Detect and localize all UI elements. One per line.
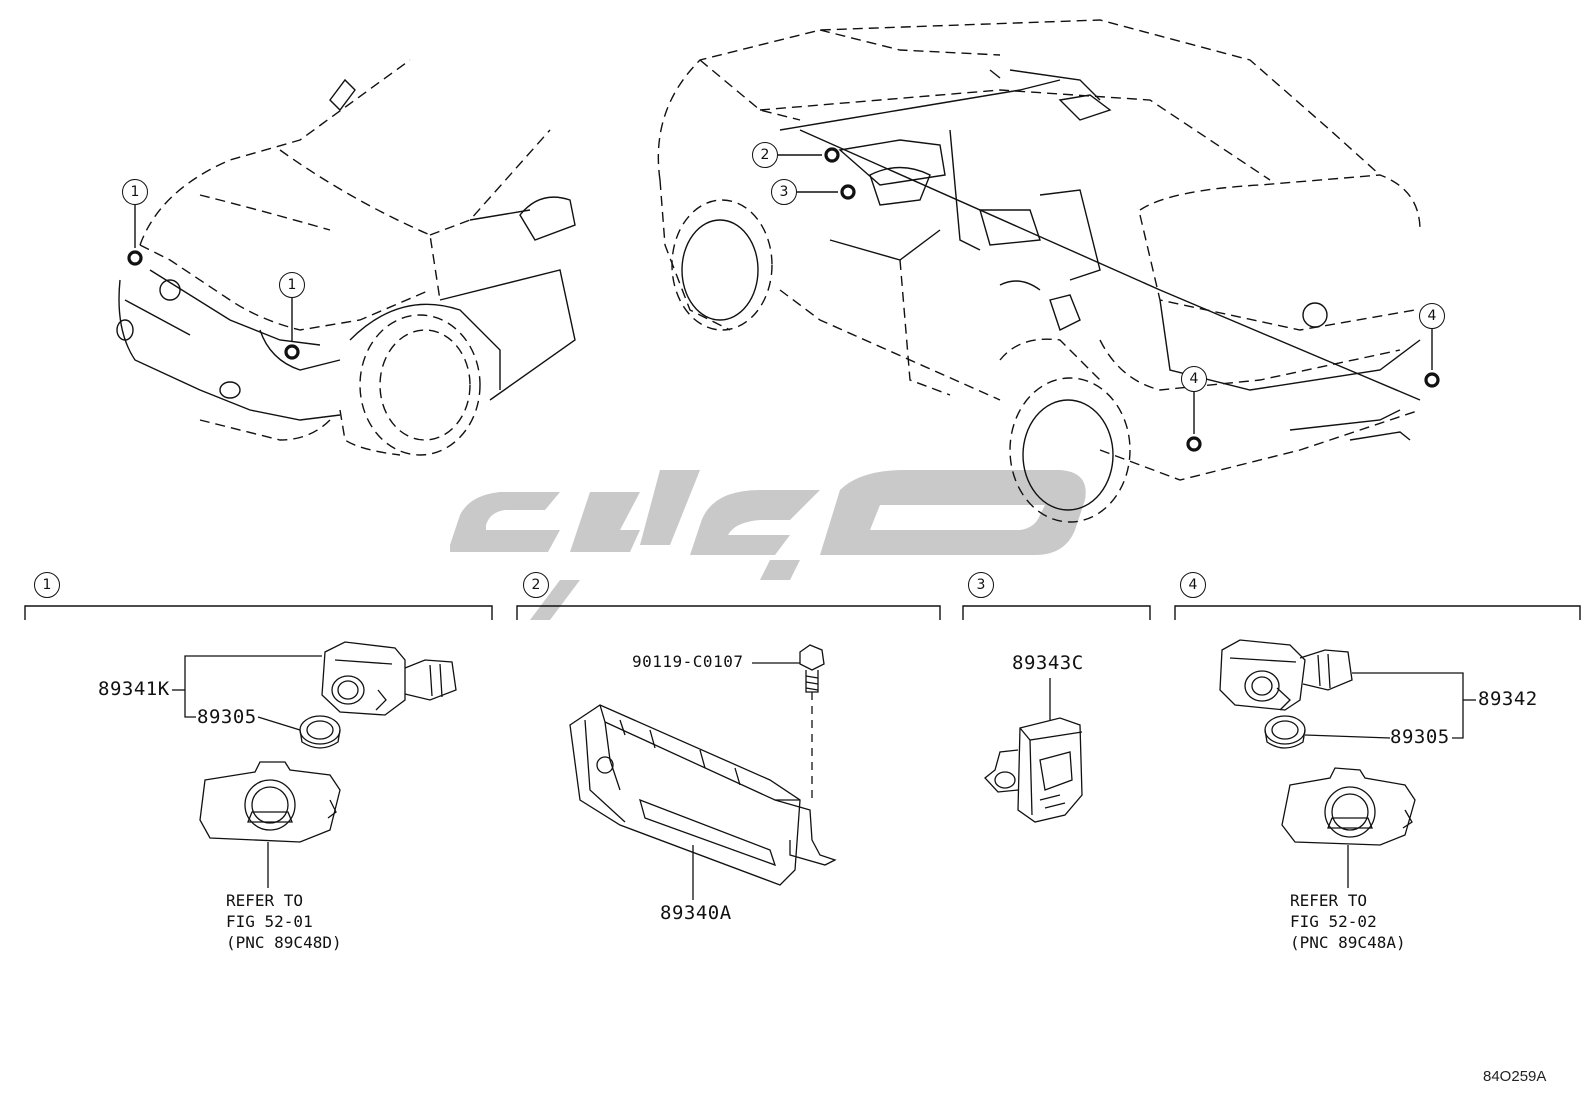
part-number-89343C[interactable]: 89343C: [1012, 652, 1084, 674]
location-marker-2[interactable]: 2: [752, 142, 778, 168]
bumper-retainer-rear: [1281, 767, 1416, 846]
watermark-logo: [450, 470, 1086, 620]
part-number-89340A[interactable]: 89340A: [660, 902, 732, 924]
location-marker-4-rear-right[interactable]: 4: [1419, 303, 1445, 329]
bumper-retainer-front: [199, 761, 341, 843]
section-brackets: [24, 605, 1581, 620]
location-marker-3[interactable]: 3: [771, 179, 797, 205]
vehicle-rear-view: [657, 19, 1421, 523]
bolt-part: [799, 644, 825, 800]
part-number-89341K[interactable]: 89341K: [98, 678, 170, 700]
part-number-89305-rear[interactable]: 89305: [1390, 726, 1450, 748]
section-1-header[interactable]: 1: [34, 572, 60, 598]
sensor-rear-assembly: [1219, 639, 1353, 749]
ecu-module: [569, 704, 837, 886]
location-leaders: [134, 154, 1433, 434]
vehicle-front-view: [116, 59, 576, 456]
section-2-leaders: [692, 662, 800, 900]
location-points: [127, 147, 1440, 452]
refer-note-rear[interactable]: REFER TO FIG 52-02 (PNC 89C48A): [1290, 891, 1406, 952]
drawing-number: 84O259A: [1483, 1068, 1547, 1085]
section-4-header[interactable]: 4: [1180, 572, 1206, 598]
part-number-89305-front[interactable]: 89305: [197, 706, 257, 728]
refer-note-front[interactable]: REFER TO FIG 52-01 (PNC 89C48D): [226, 891, 342, 952]
sensor-switch: [984, 717, 1083, 823]
section-4-leaders: [1304, 672, 1476, 888]
location-marker-4-rear-left[interactable]: 4: [1181, 366, 1207, 392]
section-3-header[interactable]: 3: [968, 572, 994, 598]
location-marker-1-front-center[interactable]: 1: [279, 272, 305, 298]
part-number-89342[interactable]: 89342: [1478, 688, 1538, 710]
sensor-front-assembly: [299, 641, 457, 749]
section-2-header[interactable]: 2: [523, 572, 549, 598]
section-1-leaders: [172, 655, 322, 888]
part-number-90119-C0107[interactable]: 90119-C0107: [632, 652, 744, 671]
location-marker-1-front-left[interactable]: 1: [122, 179, 148, 205]
